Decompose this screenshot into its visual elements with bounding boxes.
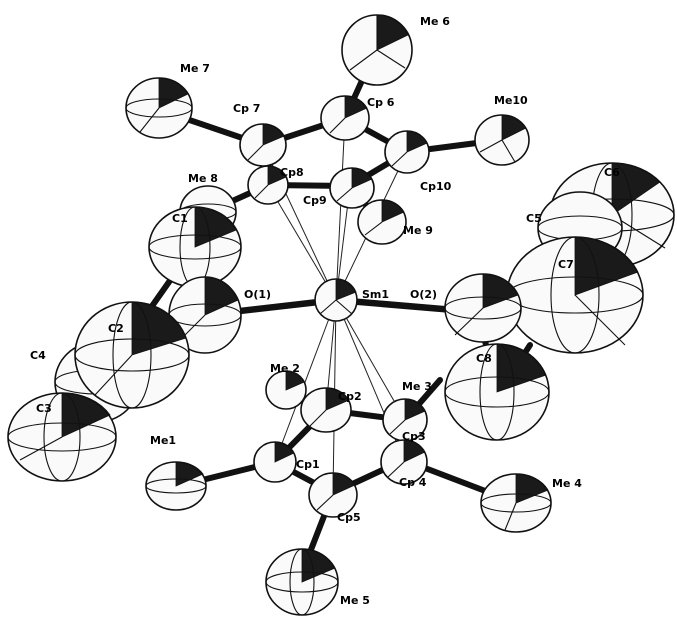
atom-cp10 xyxy=(384,130,430,174)
label-cp5: Cp5 xyxy=(337,511,361,524)
label-c8: C8 xyxy=(476,352,492,365)
atom-c2 xyxy=(74,301,190,409)
label-c3: C3 xyxy=(36,402,52,415)
label-cp3: Cp3 xyxy=(402,430,426,443)
atom-labels: Me 6 Me 7 Cp 6 Me10 Cp 7 C6 Me 8 Cp8 Cp1… xyxy=(30,15,620,607)
label-me5: Me 5 xyxy=(340,594,370,607)
atom-c7 xyxy=(506,236,644,354)
atom-c1 xyxy=(148,206,242,288)
atom-cp6 xyxy=(320,95,370,141)
label-cp1: Cp1 xyxy=(296,458,320,471)
atom-cp7 xyxy=(239,123,287,167)
atom-me7 xyxy=(125,77,193,139)
atom-o2-ring-carbon xyxy=(444,273,522,343)
atom-c3 xyxy=(7,392,117,482)
atom-me9 xyxy=(357,199,407,245)
label-c4: C4 xyxy=(30,349,46,362)
label-me6: Me 6 xyxy=(420,15,450,28)
atom-c8 xyxy=(444,343,550,441)
label-c6: C6 xyxy=(604,166,620,179)
atom-me1 xyxy=(145,461,207,511)
label-me9: Me 9 xyxy=(403,224,433,237)
atom-cp5 xyxy=(308,472,358,518)
label-sm1: Sm1 xyxy=(362,288,389,301)
label-me3: Me 3 xyxy=(402,380,432,393)
label-c2: C2 xyxy=(108,322,124,335)
atom-cp3 xyxy=(382,398,428,442)
atom-me4 xyxy=(480,473,552,533)
label-c1: C1 xyxy=(172,212,188,225)
label-me2: Me 2 xyxy=(270,362,300,375)
label-me10: Me10 xyxy=(494,94,528,107)
atom-cp8 xyxy=(247,165,289,205)
atom-sm1 xyxy=(314,278,358,322)
label-cp8: Cp8 xyxy=(280,166,304,179)
label-o1: O(1) xyxy=(244,288,271,301)
atom-me6 xyxy=(341,14,413,86)
label-me4: Me 4 xyxy=(552,477,582,490)
label-cp9: Cp9 xyxy=(303,194,327,207)
atoms xyxy=(7,14,675,616)
label-cp6: Cp 6 xyxy=(367,96,395,109)
label-cp7: Cp 7 xyxy=(233,102,260,115)
label-cp2: Cp2 xyxy=(338,390,362,403)
label-o2: O(2) xyxy=(410,288,437,301)
label-me1: Me1 xyxy=(150,434,176,447)
label-cp10: Cp10 xyxy=(420,180,452,193)
label-c7: C7 xyxy=(558,258,574,271)
atom-me2 xyxy=(265,370,307,410)
label-me8: Me 8 xyxy=(188,172,218,185)
atom-cp1 xyxy=(253,441,297,483)
atom-me10 xyxy=(474,114,530,166)
label-c5: C5 xyxy=(526,212,542,225)
label-cp4: Cp 4 xyxy=(399,476,427,489)
atom-me5 xyxy=(265,548,339,616)
atom-cp4 xyxy=(380,439,428,485)
atom-cp9 xyxy=(329,167,375,209)
atom-cp2 xyxy=(300,387,352,433)
label-me7: Me 7 xyxy=(180,62,210,75)
